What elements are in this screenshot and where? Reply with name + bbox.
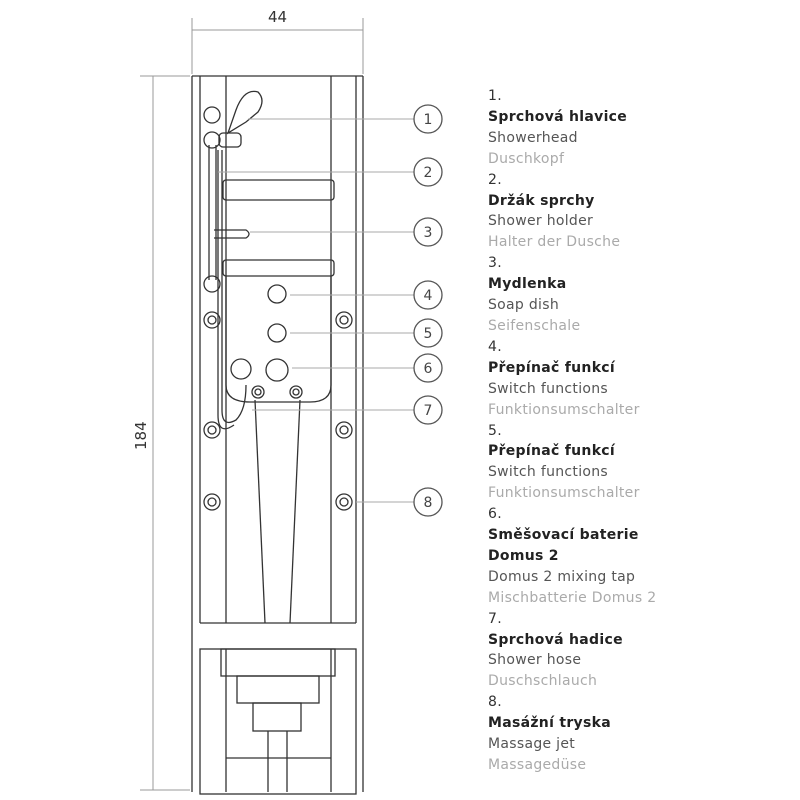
callout-5: 5 (424, 326, 433, 342)
legend-number: 6. (488, 506, 502, 523)
legend-number: 3. (488, 255, 502, 272)
legend-czech: Mydlenka (488, 276, 567, 293)
massage-jets (203, 311, 353, 511)
callouts (413, 104, 443, 517)
parts-legend: 1. Sprchová hlavice Showerhead Duschkopf… (488, 86, 656, 776)
callout-7: 7 (424, 403, 433, 419)
width-dimension (191, 18, 364, 74)
callout-4: 4 (424, 288, 433, 304)
outlet (251, 385, 265, 399)
legend-english: Shower hose (488, 652, 582, 669)
legend-number: 4. (488, 338, 502, 355)
legend-english: Switch functions (488, 464, 609, 481)
shower-holder-shelf (222, 179, 335, 201)
callout-3: 3 (424, 225, 433, 241)
width-label: 44 (268, 8, 287, 26)
legend-number: 5. (488, 422, 502, 439)
legend-number: 7. (488, 610, 502, 627)
legend-english: Switch functions (488, 380, 609, 397)
legend-english: Showerhead (488, 129, 578, 146)
legend-czech: Sprchová hadice (488, 631, 623, 648)
switch-knob-4 (267, 284, 287, 304)
height-label: 184 (132, 421, 150, 450)
legend-german: Halter der Dusche (488, 234, 621, 251)
legend-english: Soap dish (488, 297, 560, 314)
legend-german: Funktionsumschalter (488, 401, 640, 418)
legend-german: Seifenschale (488, 317, 581, 334)
soap-dish-icon (214, 229, 250, 239)
legend-english: Domus 2 mixing tap (488, 568, 636, 585)
legend-czech: Přepínač funkcí (488, 359, 615, 376)
legend-german: Massagedüse (488, 757, 587, 773)
outlet (289, 385, 303, 399)
shower-rail (203, 106, 242, 293)
panel-lower-body (225, 276, 332, 403)
callout-6: 6 (424, 361, 433, 377)
height-dimension (140, 75, 190, 791)
shelf (222, 259, 335, 277)
legend-german: Mischbatterie Domus 2 (488, 589, 657, 606)
legend-czech: Držák sprchy (488, 192, 595, 209)
legend-english: Shower holder (488, 213, 594, 230)
callout-2: 2 (424, 165, 433, 181)
legend-number: 1. (488, 88, 502, 104)
mixing-tap-left-knob (230, 358, 252, 380)
callout-8: 8 (424, 495, 433, 511)
mixing-tap-knob (265, 358, 289, 382)
legend-czech: Přepínač funkcí (488, 443, 615, 460)
legend-english: Massage jet (488, 736, 576, 753)
legend-czech: Směšovací baterie (488, 527, 639, 544)
legend-german: Funktionsumschalter (488, 485, 640, 502)
leader-lines (218, 118, 414, 503)
legend-number: 8. (488, 694, 502, 711)
legend-german: Duschschlauch (488, 673, 598, 690)
legend-number: 2. (488, 171, 502, 188)
switch-knob-5 (267, 323, 287, 343)
legend-czech: Sprchová hlavice (488, 108, 628, 125)
legend-czech: Masážní tryska (488, 715, 611, 732)
callout-1: 1 (424, 112, 433, 128)
showerhead-icon (226, 90, 263, 135)
legend-czech-line2: Domus 2 (488, 547, 559, 564)
legend-german: Duschkopf (488, 150, 565, 167)
shower-hose (217, 150, 247, 430)
